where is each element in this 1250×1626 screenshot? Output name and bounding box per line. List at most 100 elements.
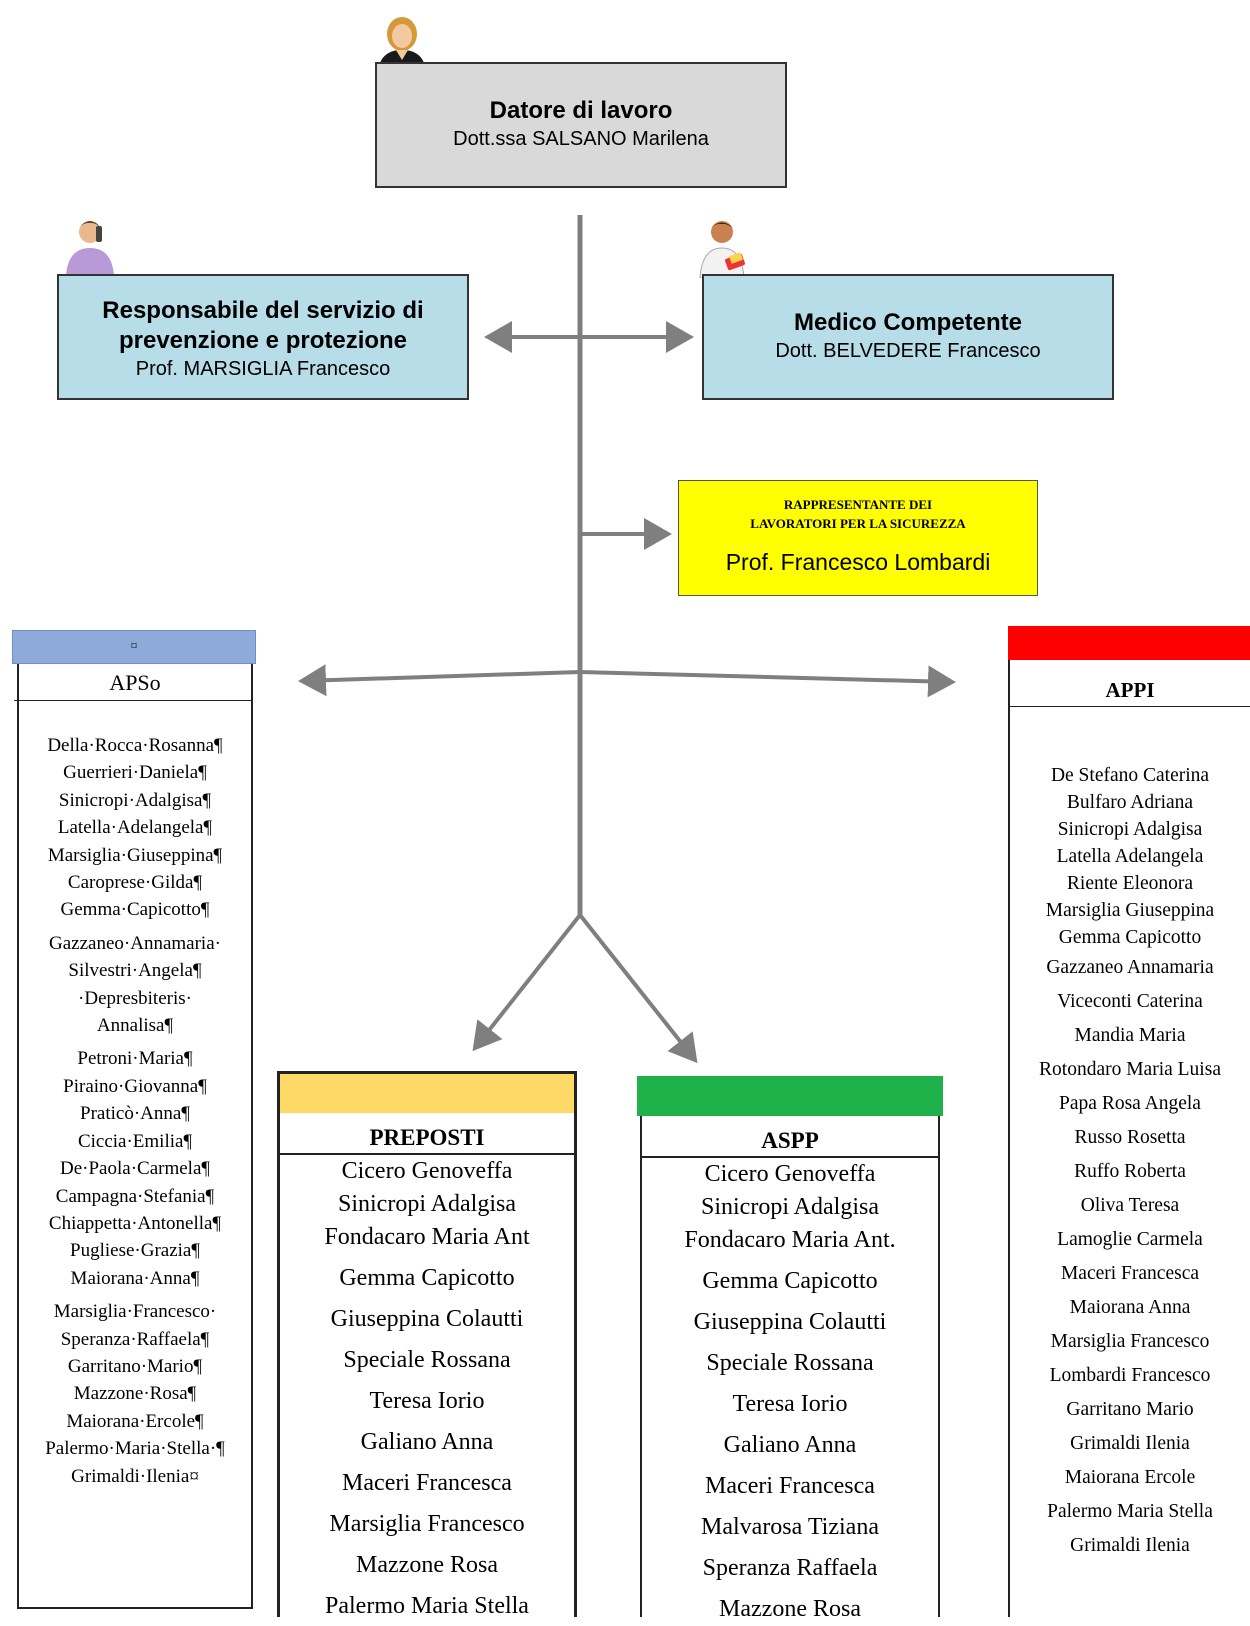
apso-title: APSo (109, 670, 161, 695)
rspp-title-line1: Responsabile del servizio di (102, 297, 424, 324)
preposti-title: PREPOSTI (369, 1125, 485, 1150)
preposti-member: Marsiglia Francesco (329, 1511, 525, 1537)
preposti-member: Speciale Rossana (343, 1347, 511, 1373)
appi-member: Lamoglie Carmela (1057, 1229, 1203, 1250)
apso-member: Chiappetta·Antonella¶ (48, 1212, 222, 1234)
appi-member: Bulfaro Adriana (1066, 792, 1194, 813)
apso-member: Della·Rocca·Rosanna¶ (47, 735, 223, 756)
aspp-title: ASPP (761, 1128, 819, 1153)
appi-divider (1010, 706, 1250, 707)
apso-member: Petroni·Maria¶ (77, 1048, 193, 1070)
apso-member: Latella·Adelangela¶ (57, 817, 213, 839)
apso-member: Speranza·Raffaela¶ (60, 1328, 210, 1350)
appi-member: Maiorana Anna (1069, 1297, 1191, 1318)
apso-member: Maiorana·Anna¶ (70, 1267, 200, 1289)
apso-member: Gazzaneo·Annamaria· (49, 932, 221, 954)
apso-member: Maiorana·Ercole¶ (66, 1410, 204, 1432)
apso-member: De·Paola·Carmela¶ (60, 1158, 210, 1180)
apso-member: Marsiglia·Giuseppina¶ (47, 844, 223, 866)
aspp-header-bar (637, 1076, 943, 1116)
aspp-divider (642, 1156, 940, 1158)
rls-title-line2: LAVORATORI PER LA SICUREZZA (750, 516, 966, 531)
apso-member: Garritano·Mario¶ (67, 1355, 203, 1377)
appi-member: Lombardi Francesco (1049, 1365, 1211, 1386)
datore-title: Datore di lavoro (489, 97, 673, 124)
apso-member: Marsiglia·Francesco· (53, 1301, 217, 1323)
preposti-member: Palermo Maria Stella (325, 1593, 529, 1619)
apso-member: Ciccia·Emilia¶ (77, 1130, 193, 1152)
apso-member: Sinicropi·Adalgisa¶ (58, 789, 212, 811)
aspp-member: Fondacaro Maria Ant. (684, 1227, 896, 1253)
rspp-title-line2: prevenzione e protezione (118, 327, 408, 354)
apso-member: Guerrieri·Daniela¶ (63, 762, 207, 784)
appi-member: Ruffo Roberta (1074, 1161, 1186, 1182)
aspp-member: Speranza Raffaela (702, 1555, 878, 1581)
aspp-member: Speciale Rossana (706, 1350, 874, 1376)
appi-member: Grimaldi Ilenia (1070, 1535, 1190, 1556)
preposti-header-bar (277, 1071, 577, 1113)
appi-member: Sinicropi Adalgisa (1057, 819, 1203, 840)
appi-member: Russo Rosetta (1074, 1127, 1186, 1148)
aspp-member: Teresa Iorio (732, 1391, 848, 1417)
apso-member-list: Della·Rocca·Rosanna¶ Guerrieri·Daniela¶ Si… (19, 732, 251, 1490)
apso-member: Gemma·Capicotto¶ (60, 899, 210, 921)
apso-member: Piraino·Giovanna¶ (63, 1075, 207, 1097)
apso-member: ·Depresbiteris· (78, 987, 192, 1009)
appi-member: Gazzaneo Annamaria (1046, 957, 1214, 978)
arrow-to-preposti (472, 913, 582, 1052)
preposti-member: Maceri Francesca (342, 1470, 512, 1496)
preposti-divider (280, 1153, 574, 1155)
rls-box: RAPPRESENTANTE DEI LAVORATORI PER LA SIC… (678, 480, 1038, 596)
appi-member: Riente Eleonora (1066, 873, 1194, 894)
appi-member: Palermo Maria Stella (1047, 1501, 1213, 1522)
aspp-member: Gemma Capicotto (702, 1268, 878, 1294)
arrow-to-appi (579, 665, 956, 698)
apso-member: Grimaldi·Ilenia¤ (71, 1465, 199, 1487)
appi-title: APPI (1105, 678, 1155, 702)
apso-header-bar: ¤ (12, 630, 256, 664)
appi-member: Papa Rosa Angela (1059, 1093, 1201, 1114)
appi-member: Gemma Capicotto (1058, 927, 1202, 948)
aspp-member: Mazzone Rosa (719, 1596, 861, 1622)
appi-member: Maceri Francesca (1060, 1263, 1200, 1284)
man-phone-avatar-icon (66, 221, 114, 276)
aspp-member: Galiano Anna (723, 1432, 857, 1458)
apso-member: Annalisa¶ (96, 1015, 174, 1037)
aspp-member: Giuseppina Colautti (693, 1309, 887, 1335)
preposti-member: Teresa Iorio (369, 1388, 485, 1414)
rls-title-line1: RAPPRESENTANTE DEI (783, 497, 933, 512)
preposti-member: Fondacaro Maria Ant (324, 1224, 530, 1250)
arrow-to-apso (298, 664, 581, 697)
medico-title: Medico Competente (793, 309, 1023, 336)
rls-name: Prof. Francesco Lombardi (725, 549, 991, 575)
datore-name: Dott.ssa SALSANO Marilena (453, 128, 709, 150)
appi-member: Marsiglia Francesco (1050, 1331, 1210, 1352)
apso-member: Pugliese·Grazia¶ (70, 1240, 200, 1262)
appi-member: Oliva Teresa (1080, 1195, 1180, 1216)
preposti-member: Giuseppina Colautti (330, 1306, 524, 1332)
appi-member: Grimaldi Ilenia (1070, 1433, 1190, 1454)
apso-member: Silvestri·Angela¶ (68, 960, 202, 982)
datore-di-lavoro-box: Datore di lavoro Dott.ssa SALSANO Marile… (375, 62, 787, 188)
doctor-avatar-icon (699, 221, 745, 278)
appi-member: Latella Adelangela (1056, 846, 1204, 867)
preposti-member: Galiano Anna (360, 1429, 494, 1455)
appi-member: Rotondaro Maria Luisa (1039, 1059, 1221, 1080)
appi-member: Viceconti Caterina (1057, 991, 1203, 1012)
appi-member: Garritano Mario (1066, 1399, 1194, 1420)
preposti-member: Gemma Capicotto (339, 1265, 515, 1291)
apso-divider (14, 700, 251, 701)
rspp-name: Prof. MARSIGLIA Francesco (135, 358, 391, 380)
preposti-member: Sinicropi Adalgisa (338, 1191, 516, 1217)
apso-member: Palermo·Maria·Stella·¶ (45, 1438, 225, 1460)
preposti-member: Mazzone Rosa (356, 1552, 498, 1578)
aspp-member: Maceri Francesca (705, 1473, 875, 1499)
rspp-box: Responsabile del servizio di prevenzione… (57, 274, 469, 400)
appi-member: De Stefano Caterina (1050, 765, 1210, 786)
appi-header-bar (1008, 626, 1250, 660)
appi-member: Marsiglia Giuseppina (1045, 900, 1215, 921)
